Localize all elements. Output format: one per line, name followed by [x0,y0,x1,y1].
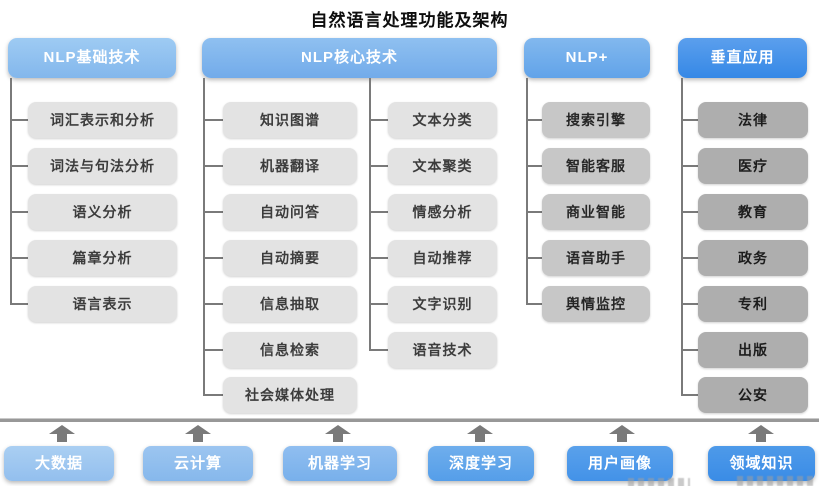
column-header-nlp-basic: NLP基础技术 [8,38,176,78]
node-box: 情感分析 [388,194,497,230]
separator-line [0,418,819,422]
connector-stub [526,119,542,121]
connector-stub [203,257,223,259]
node-box: 机器翻译 [223,148,357,184]
node-box: 文字识别 [388,286,497,322]
connector-stub [10,257,28,259]
connector-stub [203,303,223,305]
connector-stub [10,303,28,305]
connector-stub [369,165,388,167]
connector-stub [526,257,542,259]
node-box: 出版 [698,332,808,368]
connector-stub [369,257,388,259]
foundation-box: 深度学习 [428,446,534,481]
node-box: 自动摘要 [223,240,357,276]
node-box: 语言表示 [28,286,177,322]
connector-stub [10,211,28,213]
node-box: 语音助手 [542,240,650,276]
node-box: 信息检索 [223,332,357,368]
node-box: 自动问答 [223,194,357,230]
node-box: 医疗 [698,148,808,184]
diagram-title: 自然语言处理功能及架构 [310,11,509,30]
node-box: 教育 [698,194,808,230]
connector-line [526,78,528,304]
connector-stub [526,211,542,213]
connector-stub [203,394,223,396]
foundation-box: 机器学习 [283,446,397,481]
node-box: 文本分类 [388,102,497,138]
column-header-nlp-core: NLP核心技术 [202,38,497,78]
node-box: 智能客服 [542,148,650,184]
connector-stub [369,211,388,213]
node-box: 词汇表示和分析 [28,102,177,138]
connector-stub [369,349,388,351]
connector-line [369,78,371,350]
foundation-box: 用户画像 [567,446,673,481]
node-box: 商业智能 [542,194,650,230]
node-box: 语义分析 [28,194,177,230]
node-box: 法律 [698,102,808,138]
column-header-nlp-plus: NLP+ [524,38,650,78]
connector-stub [203,165,223,167]
connector-stub [681,165,698,167]
node-box: 文本聚类 [388,148,497,184]
node-box: 公安 [698,377,808,413]
connector-stub [681,211,698,213]
connector-stub [369,119,388,121]
connector-stub [681,303,698,305]
watermark-fragment [737,476,817,486]
connector-stub [10,165,28,167]
node-box: 专利 [698,286,808,322]
connector-stub [10,119,28,121]
node-box: 自动推荐 [388,240,497,276]
up-arrow-icon [466,425,494,442]
node-box: 词法与句法分析 [28,148,177,184]
node-box: 语音技术 [388,332,497,368]
connector-stub [681,349,698,351]
connector-stub [203,119,223,121]
up-arrow-icon [184,425,212,442]
foundation-box: 大数据 [4,446,114,481]
node-box: 舆情监控 [542,286,650,322]
watermark-fragment [628,478,690,486]
foundation-box: 领域知识 [708,446,815,481]
up-arrow-icon [747,425,775,442]
connector-line [10,78,12,304]
node-box: 知识图谱 [223,102,357,138]
node-box: 信息抽取 [223,286,357,322]
connector-line [681,78,683,395]
connector-line [203,78,205,395]
foundation-box: 云计算 [143,446,253,481]
connector-stub [203,211,223,213]
up-arrow-icon [608,425,636,442]
connector-stub [203,349,223,351]
column-header-vertical-apps: 垂直应用 [678,38,807,78]
node-box: 篇章分析 [28,240,177,276]
connector-stub [526,303,542,305]
up-arrow-icon [324,425,352,442]
connector-stub [526,165,542,167]
node-box: 搜索引擎 [542,102,650,138]
up-arrow-icon [48,425,76,442]
connector-stub [681,257,698,259]
node-box: 社会媒体处理 [223,377,357,413]
node-box: 政务 [698,240,808,276]
connector-stub [369,303,388,305]
connector-stub [681,119,698,121]
connector-stub [681,394,698,396]
